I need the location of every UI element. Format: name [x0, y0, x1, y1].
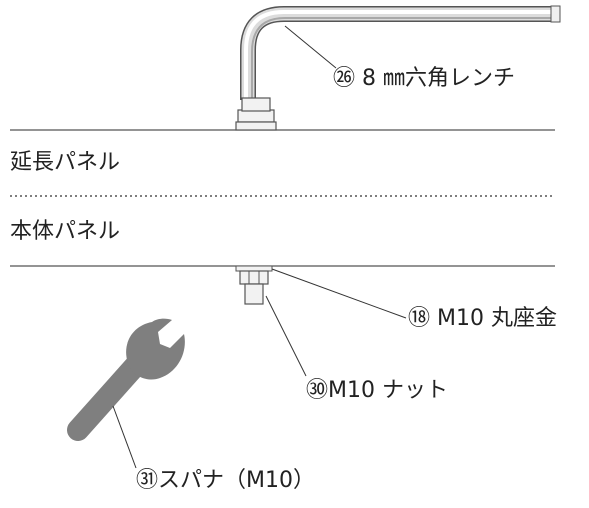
hex-wrench-leader	[284, 25, 337, 69]
washer-label: ⑱ M10 丸座金	[408, 306, 557, 331]
nut-label: ㉚M10 ナット	[306, 378, 448, 403]
spanner-illustration	[67, 318, 185, 441]
nut-leader	[265, 295, 307, 377]
spanner-label: ㉛スパナ（M10）	[136, 468, 315, 493]
nut-washer-illustration	[235, 265, 273, 305]
hex-wrench-label: ㉖ 8 ㎜六角レンチ	[333, 66, 515, 91]
hex-wrench-illustration	[235, 5, 561, 131]
washer-leader	[271, 268, 407, 319]
extension-panel-label: 延長パネル	[10, 150, 121, 175]
spanner-leader	[112, 405, 137, 469]
main-panel-label: 本体パネル	[10, 219, 121, 244]
